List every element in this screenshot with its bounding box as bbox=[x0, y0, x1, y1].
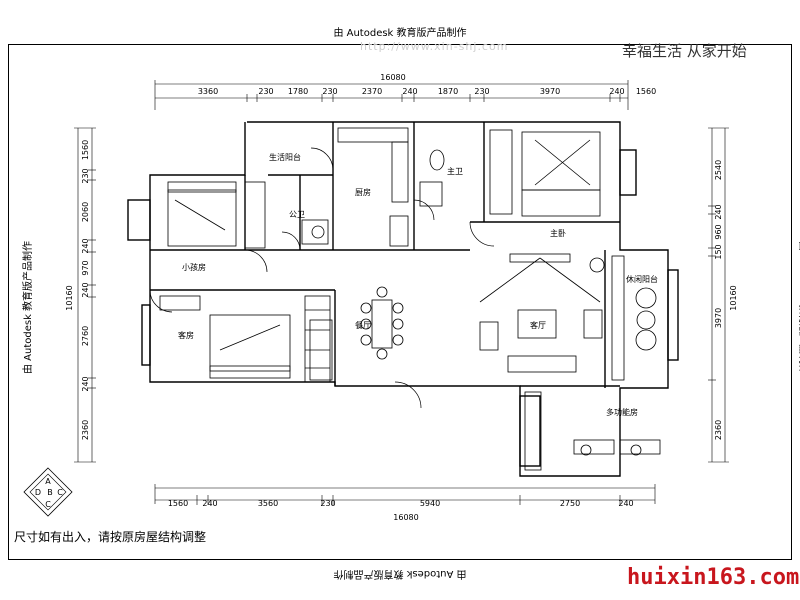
dim-right-1: 2540 bbox=[714, 160, 723, 180]
compass-bottom: C bbox=[45, 500, 51, 509]
dim-top-5: 2370 bbox=[362, 87, 382, 96]
label-dining: 餐厅 bbox=[355, 321, 371, 330]
kids-bed bbox=[167, 189, 237, 247]
dim-bottom-3: 3560 bbox=[258, 499, 278, 508]
dim-left-1: 1560 bbox=[81, 140, 90, 160]
dim-top-3: 1780 bbox=[288, 87, 308, 96]
compass-center: B bbox=[47, 488, 53, 497]
label-leisure-balcony: 休闲阳台 bbox=[626, 274, 658, 284]
dim-right-4: 150 bbox=[714, 244, 723, 259]
dim-left-5: 970 bbox=[81, 260, 90, 275]
coffee-table bbox=[517, 309, 557, 339]
dim-right-6: 2360 bbox=[714, 420, 723, 440]
label-guest-room: 客房 bbox=[178, 330, 194, 340]
dim-top-1: 3360 bbox=[198, 87, 218, 96]
dim-bottom-5: 5940 bbox=[420, 499, 440, 508]
dim-bottom-1: 1560 bbox=[168, 499, 188, 508]
watermark-url: http://www.xin-shj.com bbox=[360, 40, 509, 53]
slogan: 幸福生活 从家开始 bbox=[622, 42, 747, 60]
label-living-balcony: 生活阳台 bbox=[269, 152, 301, 162]
dims-bottom-labels: 1560 240 3560 230 5940 2750 240 16080 bbox=[168, 499, 634, 522]
dims-top-labels: 16080 3360 230 1780 230 2370 240 1870 23… bbox=[198, 73, 656, 96]
compass-top: A bbox=[45, 477, 51, 486]
dim-top-4: 230 bbox=[322, 87, 337, 96]
dim-right-2: 240 bbox=[714, 204, 723, 219]
drawing-frame bbox=[8, 44, 792, 560]
dim-left-7: 2760 bbox=[81, 326, 90, 346]
dim-left-3: 2060 bbox=[81, 202, 90, 222]
total-height-right: 10160 bbox=[729, 285, 738, 310]
doors bbox=[149, 147, 495, 409]
dim-top-2: 230 bbox=[258, 87, 273, 96]
dim-top-9: 3970 bbox=[540, 87, 560, 96]
dim-top-7: 1870 bbox=[438, 87, 458, 96]
dim-left-4: 240 bbox=[81, 238, 90, 253]
label-multi-room: 多功能房 bbox=[606, 407, 638, 417]
dim-bottom-7: 240 bbox=[618, 499, 633, 508]
total-width-top: 16080 bbox=[380, 73, 405, 82]
dim-left-6: 240 bbox=[81, 282, 90, 297]
compass-left: D bbox=[35, 488, 41, 497]
dim-left-8: 240 bbox=[81, 376, 90, 391]
dim-left-2: 230 bbox=[81, 168, 90, 183]
walls bbox=[127, 121, 679, 477]
guest-bed bbox=[209, 314, 291, 372]
label-master-bedroom: 主卧 bbox=[550, 228, 566, 238]
label-master-bath: 主卫 bbox=[447, 166, 463, 176]
dims-left-labels: 10160 1560 230 2060 240 970 240 2760 240… bbox=[65, 140, 90, 440]
sofa bbox=[507, 355, 577, 373]
total-height-left: 10160 bbox=[65, 285, 74, 310]
compass-right: C bbox=[57, 488, 63, 497]
dining-table bbox=[371, 299, 393, 349]
desk-left bbox=[573, 439, 615, 455]
dimension-lines bbox=[74, 80, 729, 505]
dim-top-6: 240 bbox=[402, 87, 417, 96]
room-labels: 生活阳台 厨房 主卫 公卫 主卧 小孩房 客房 餐厅 客厅 休闲阳台 多功能房 bbox=[178, 152, 658, 417]
label-kids-room: 小孩房 bbox=[182, 262, 206, 272]
dims-right-labels: 10160 2540 240 960 150 3970 2360 bbox=[714, 160, 738, 440]
dim-right-5: 3970 bbox=[714, 308, 723, 328]
dim-left-9: 2360 bbox=[81, 420, 90, 440]
label-living: 客厅 bbox=[530, 320, 546, 330]
label-public-bath: 公卫 bbox=[289, 210, 305, 219]
dim-top-10: 240 bbox=[609, 87, 624, 96]
dim-bottom-2: 240 bbox=[202, 499, 217, 508]
label-kitchen: 厨房 bbox=[355, 187, 371, 197]
total-width-bottom: 16080 bbox=[393, 513, 418, 522]
dimension-note: 尺寸如有出入，请按原房屋结构调整 bbox=[14, 530, 207, 544]
site-logo-text: huixin163.com bbox=[627, 565, 800, 590]
dim-right-3: 960 bbox=[714, 224, 723, 239]
compass: A D B C C bbox=[23, 467, 73, 517]
desk-right bbox=[619, 439, 661, 455]
dim-top-8: 230 bbox=[474, 87, 489, 96]
furniture bbox=[159, 127, 661, 471]
dim-top-11: 1560 bbox=[636, 87, 656, 96]
dim-bottom-6: 2750 bbox=[560, 499, 580, 508]
master-toilet bbox=[429, 149, 445, 171]
autodesk-stamp-top: 由 Autodesk 教育版产品制作 bbox=[333, 28, 467, 39]
dim-bottom-4: 230 bbox=[320, 499, 335, 508]
